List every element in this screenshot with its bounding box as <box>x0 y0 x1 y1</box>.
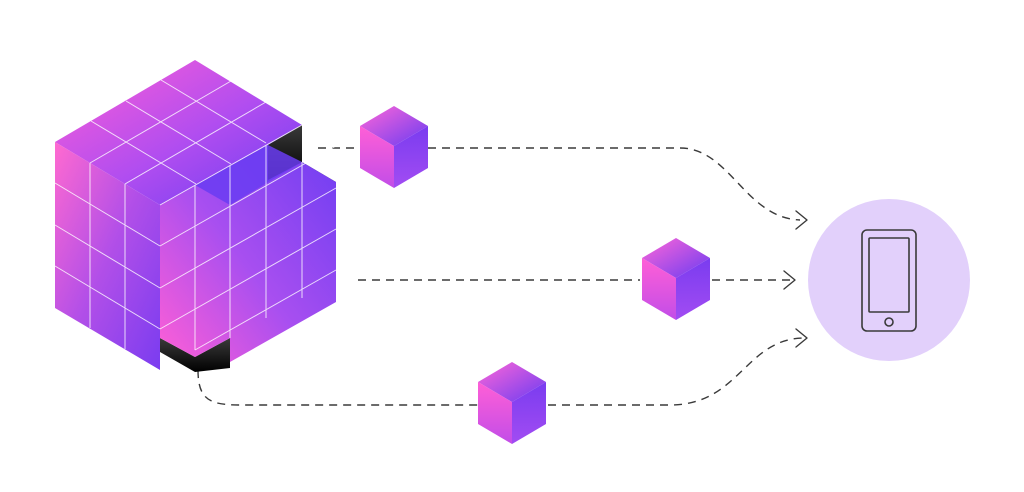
top-flow-arrow <box>318 147 801 221</box>
block-right <box>394 126 428 188</box>
data-block-icon <box>360 106 428 188</box>
smartphone-icon <box>861 229 917 332</box>
data-block-icon <box>642 238 710 320</box>
device-circle <box>808 199 970 361</box>
top-arrow-head <box>795 210 808 230</box>
flow-arrows <box>197 147 806 406</box>
block-right <box>676 258 710 320</box>
block-left <box>478 382 512 444</box>
bottom-arrow-head <box>795 328 808 348</box>
arrow-heads <box>783 210 808 348</box>
middle-arrow-head <box>783 270 796 290</box>
cube-grid-lines <box>54 79 337 351</box>
data-block-icon <box>478 362 546 444</box>
cube-hole-bottom <box>160 338 230 372</box>
bottom-flow-arrow <box>197 337 806 406</box>
modular-cube-icon <box>54 60 337 372</box>
device-target <box>808 199 970 361</box>
block-right <box>512 382 546 444</box>
cube-step-top <box>195 145 302 205</box>
block-left <box>360 126 394 188</box>
block-left <box>642 258 676 320</box>
